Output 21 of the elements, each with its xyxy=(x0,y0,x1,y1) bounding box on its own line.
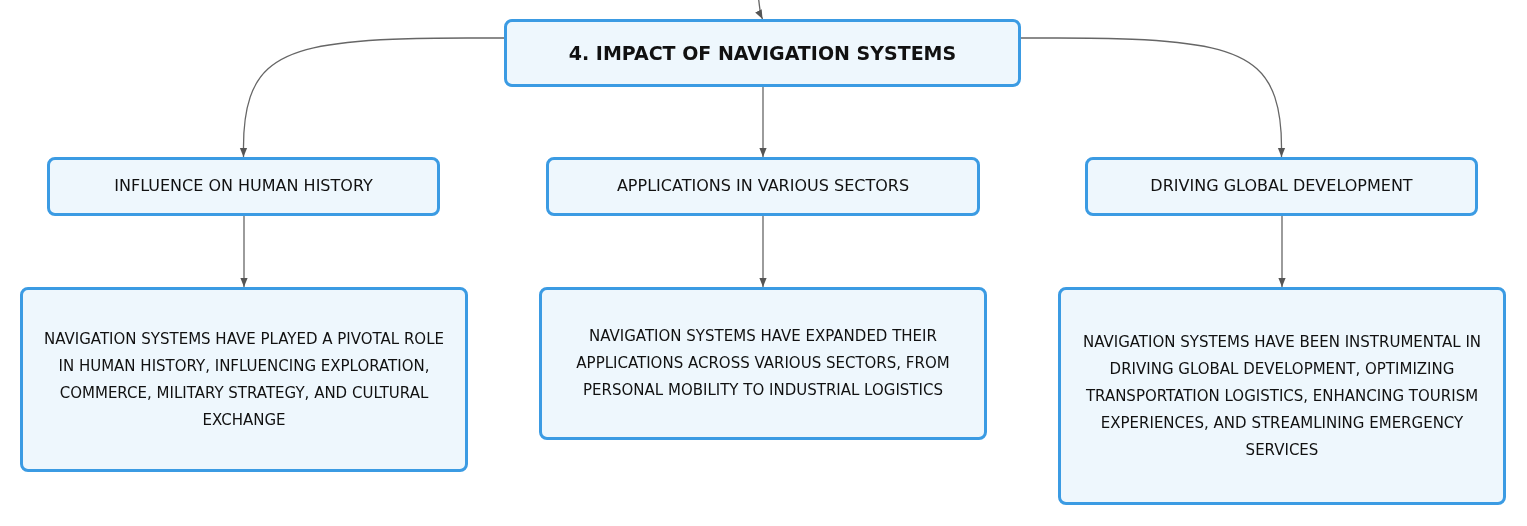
arrow xyxy=(1278,215,1286,288)
arrow xyxy=(240,215,248,288)
arrow xyxy=(1020,37,1286,158)
arrow xyxy=(759,86,767,158)
node-text: DRIVING GLOBAL DEVELOPMENT xyxy=(1150,176,1413,197)
node-text: NAVIGATION SYSTEMS HAVE BEEN INSTRUMENTAL IN DRIVING GLOBAL DEVELOPMENT, OPTIMIZING TRANSPORTATION LOGISTICS, ENHANCING TOURISM EXPERIENCES, AND STREAMLINING EMERGENCY SERVICES xyxy=(1081,331,1483,461)
topic-box xyxy=(504,19,1021,87)
description-box xyxy=(539,287,987,440)
node-text: APPLICATIONS IN VARIOUS SECTORS xyxy=(616,176,910,197)
arrow xyxy=(759,215,767,288)
description-box xyxy=(20,287,468,472)
subtopic-box xyxy=(47,157,440,216)
description-box xyxy=(1058,287,1506,505)
subtopic-box xyxy=(1085,157,1478,216)
node-text: INFLUENCE ON HUMAN HISTORY xyxy=(114,176,373,197)
node-text: NAVIGATION SYSTEMS HAVE EXPANDED THEIR APPLICATIONS ACROSS VARIOUS SECTORS, FROM PERSONAL MOBILITY TO INDUSTRIAL LOGISTICS xyxy=(575,326,951,401)
subtopic-box xyxy=(546,157,980,216)
arrow xyxy=(755,0,764,20)
node-text: NAVIGATION SYSTEMS HAVE PLAYED A PIVOTAL ROLE IN HUMAN HISTORY, INFLUENCING EXPLORATION, COMMERCE, MILITARY STRATEGY, AND CULTURAL EXCHANGE xyxy=(43,328,445,431)
topic-title: 4. IMPACT OF NAVIGATION SYSTEMS xyxy=(568,40,957,66)
arrow xyxy=(239,37,505,158)
